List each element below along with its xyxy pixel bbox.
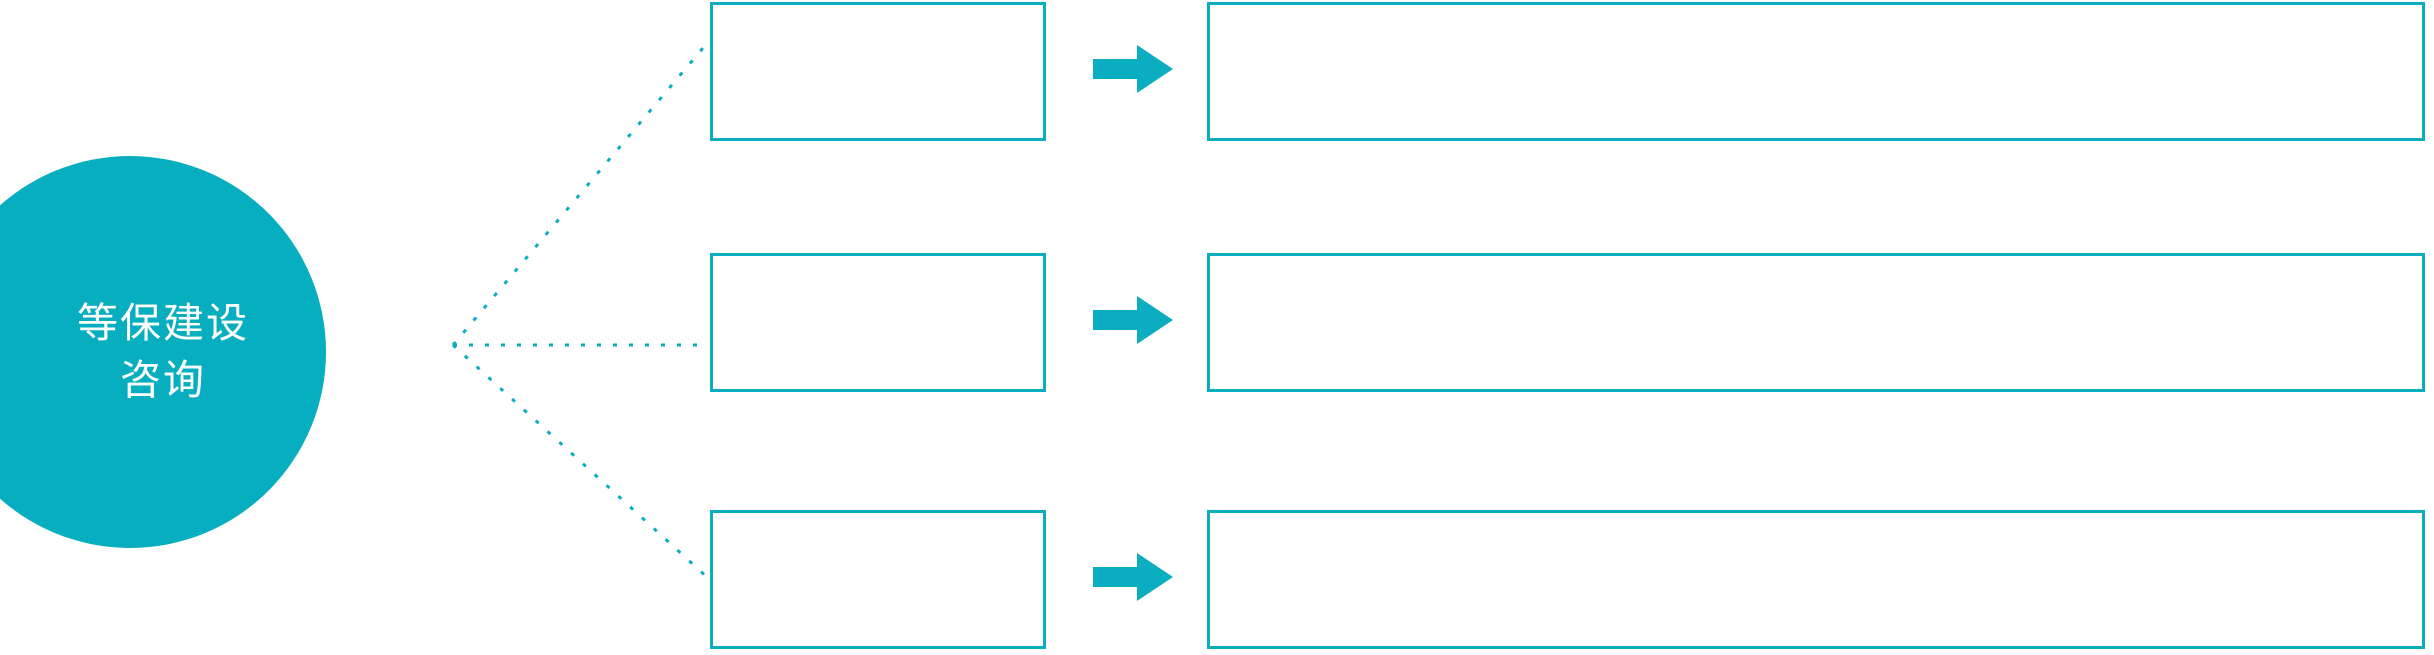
diagram-row	[0, 0, 2434, 146]
detail-box[interactable]	[1207, 510, 2425, 649]
hub-circle[interactable]: 等保建设 咨询	[0, 156, 326, 548]
arrow-right-icon	[1093, 553, 1173, 601]
stage-box[interactable]	[710, 510, 1046, 649]
hub-title-line-2: 咨询	[120, 357, 206, 403]
stage-box[interactable]	[710, 253, 1046, 392]
hub-title-line-1: 等保建设	[77, 300, 249, 346]
stage-box[interactable]	[710, 2, 1046, 141]
diagram-row	[0, 251, 2434, 400]
diagram-row	[0, 508, 2434, 655]
detail-box[interactable]	[1207, 2, 2425, 141]
arrow-right-icon	[1093, 296, 1173, 344]
detail-box[interactable]	[1207, 253, 2425, 392]
arrow-right-icon	[1093, 45, 1173, 93]
